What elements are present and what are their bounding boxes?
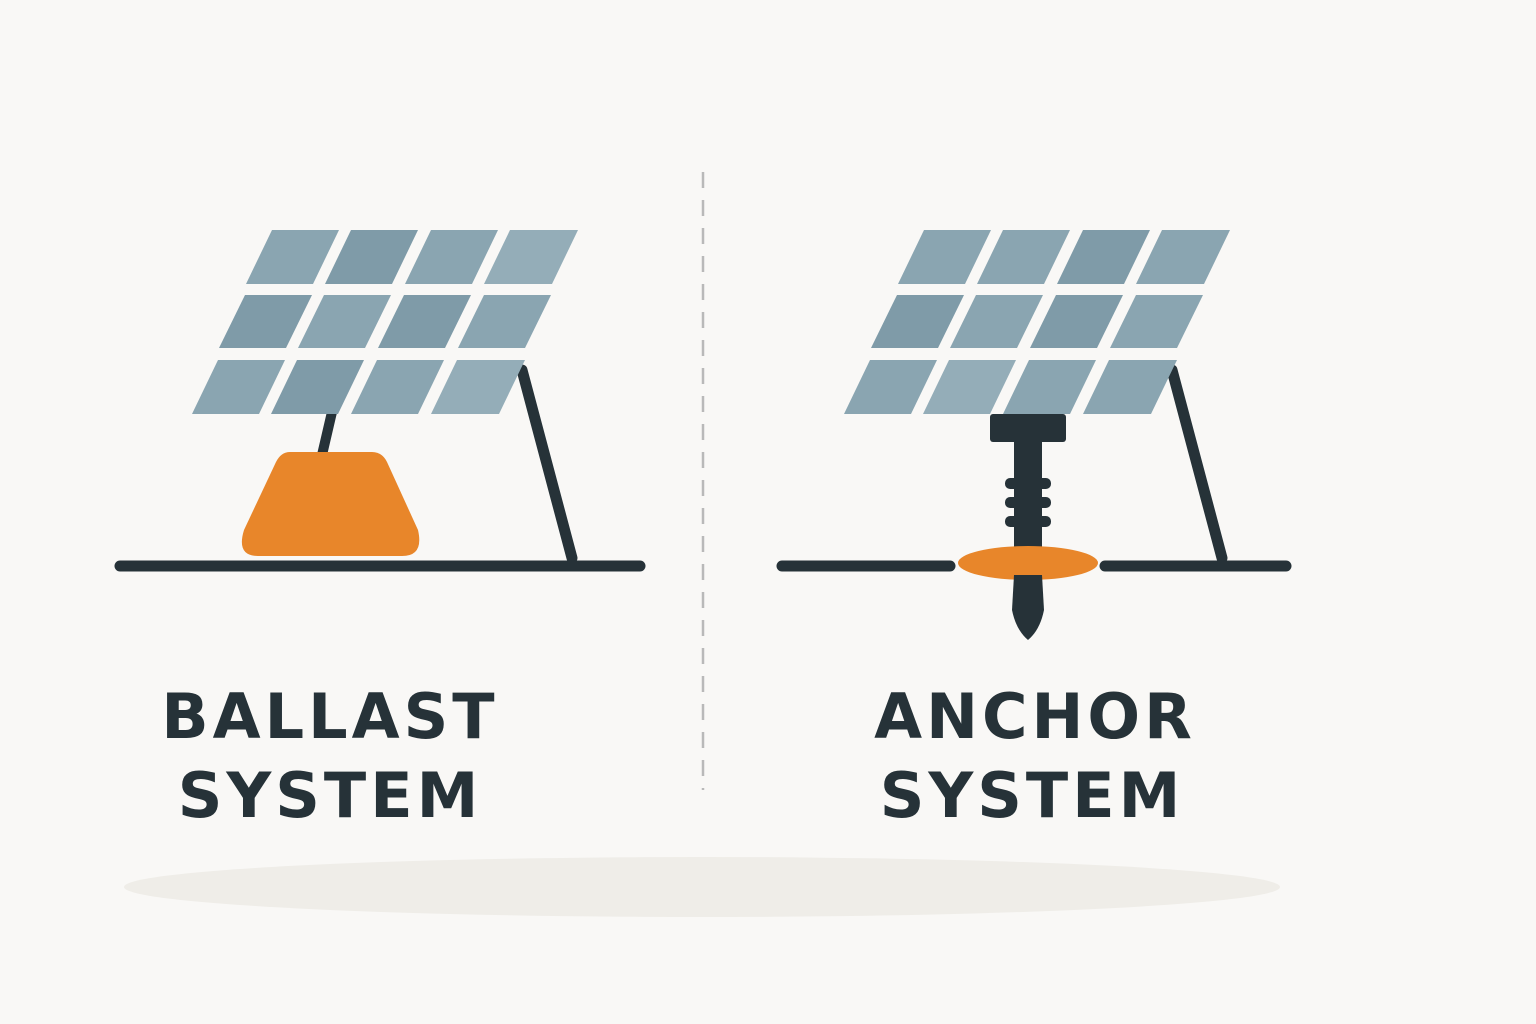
- solar-cell: [192, 360, 285, 414]
- ballast-system-illustration: [114, 230, 646, 572]
- solar-cell: [378, 295, 471, 348]
- ballast-block: [241, 452, 420, 556]
- ballast-label-line1: BALLAST: [161, 680, 498, 753]
- anchor-base-plate: [958, 546, 1098, 580]
- solar-cell: [871, 295, 964, 348]
- anchor-threads: [1005, 478, 1051, 527]
- anchor-spike: [1012, 575, 1044, 640]
- solar-cell: [325, 230, 418, 284]
- anchor-head: [990, 414, 1066, 442]
- anchor-rear-strut: [1166, 364, 1228, 564]
- solar-cell: [431, 360, 525, 414]
- solar-cell: [405, 230, 498, 284]
- solar-cell: [271, 360, 364, 414]
- solar-cell: [1136, 230, 1230, 284]
- solar-cell: [898, 230, 991, 284]
- solar-cell: [1083, 360, 1177, 414]
- solar-cell: [458, 295, 551, 348]
- solar-cell: [950, 295, 1043, 348]
- solar-cell: [246, 230, 339, 284]
- solar-cell: [1003, 360, 1096, 414]
- solar-cell: [977, 230, 1070, 284]
- solar-cell: [1057, 230, 1150, 284]
- ballast-rear-strut: [516, 364, 578, 564]
- solar-cell: [298, 295, 391, 348]
- solar-cell: [219, 295, 312, 348]
- solar-cell: [484, 230, 578, 284]
- solar-cell: [351, 360, 444, 414]
- anchor-system-illustration: [776, 230, 1292, 640]
- solar-cell: [1110, 295, 1203, 348]
- solar-cell: [844, 360, 937, 414]
- anchor-solar-panel: [844, 230, 1230, 414]
- floor-shadow: [124, 857, 1280, 917]
- ballast-front-post: [317, 407, 337, 460]
- solar-cell: [1030, 295, 1123, 348]
- anchor-label-line2: SYSTEM: [880, 759, 1185, 832]
- solar-cell: [923, 360, 1016, 414]
- ballast-solar-panel: [192, 230, 578, 414]
- ballast-label-line2: SYSTEM: [178, 759, 483, 832]
- anchor-label-line1: ANCHOR: [874, 680, 1196, 753]
